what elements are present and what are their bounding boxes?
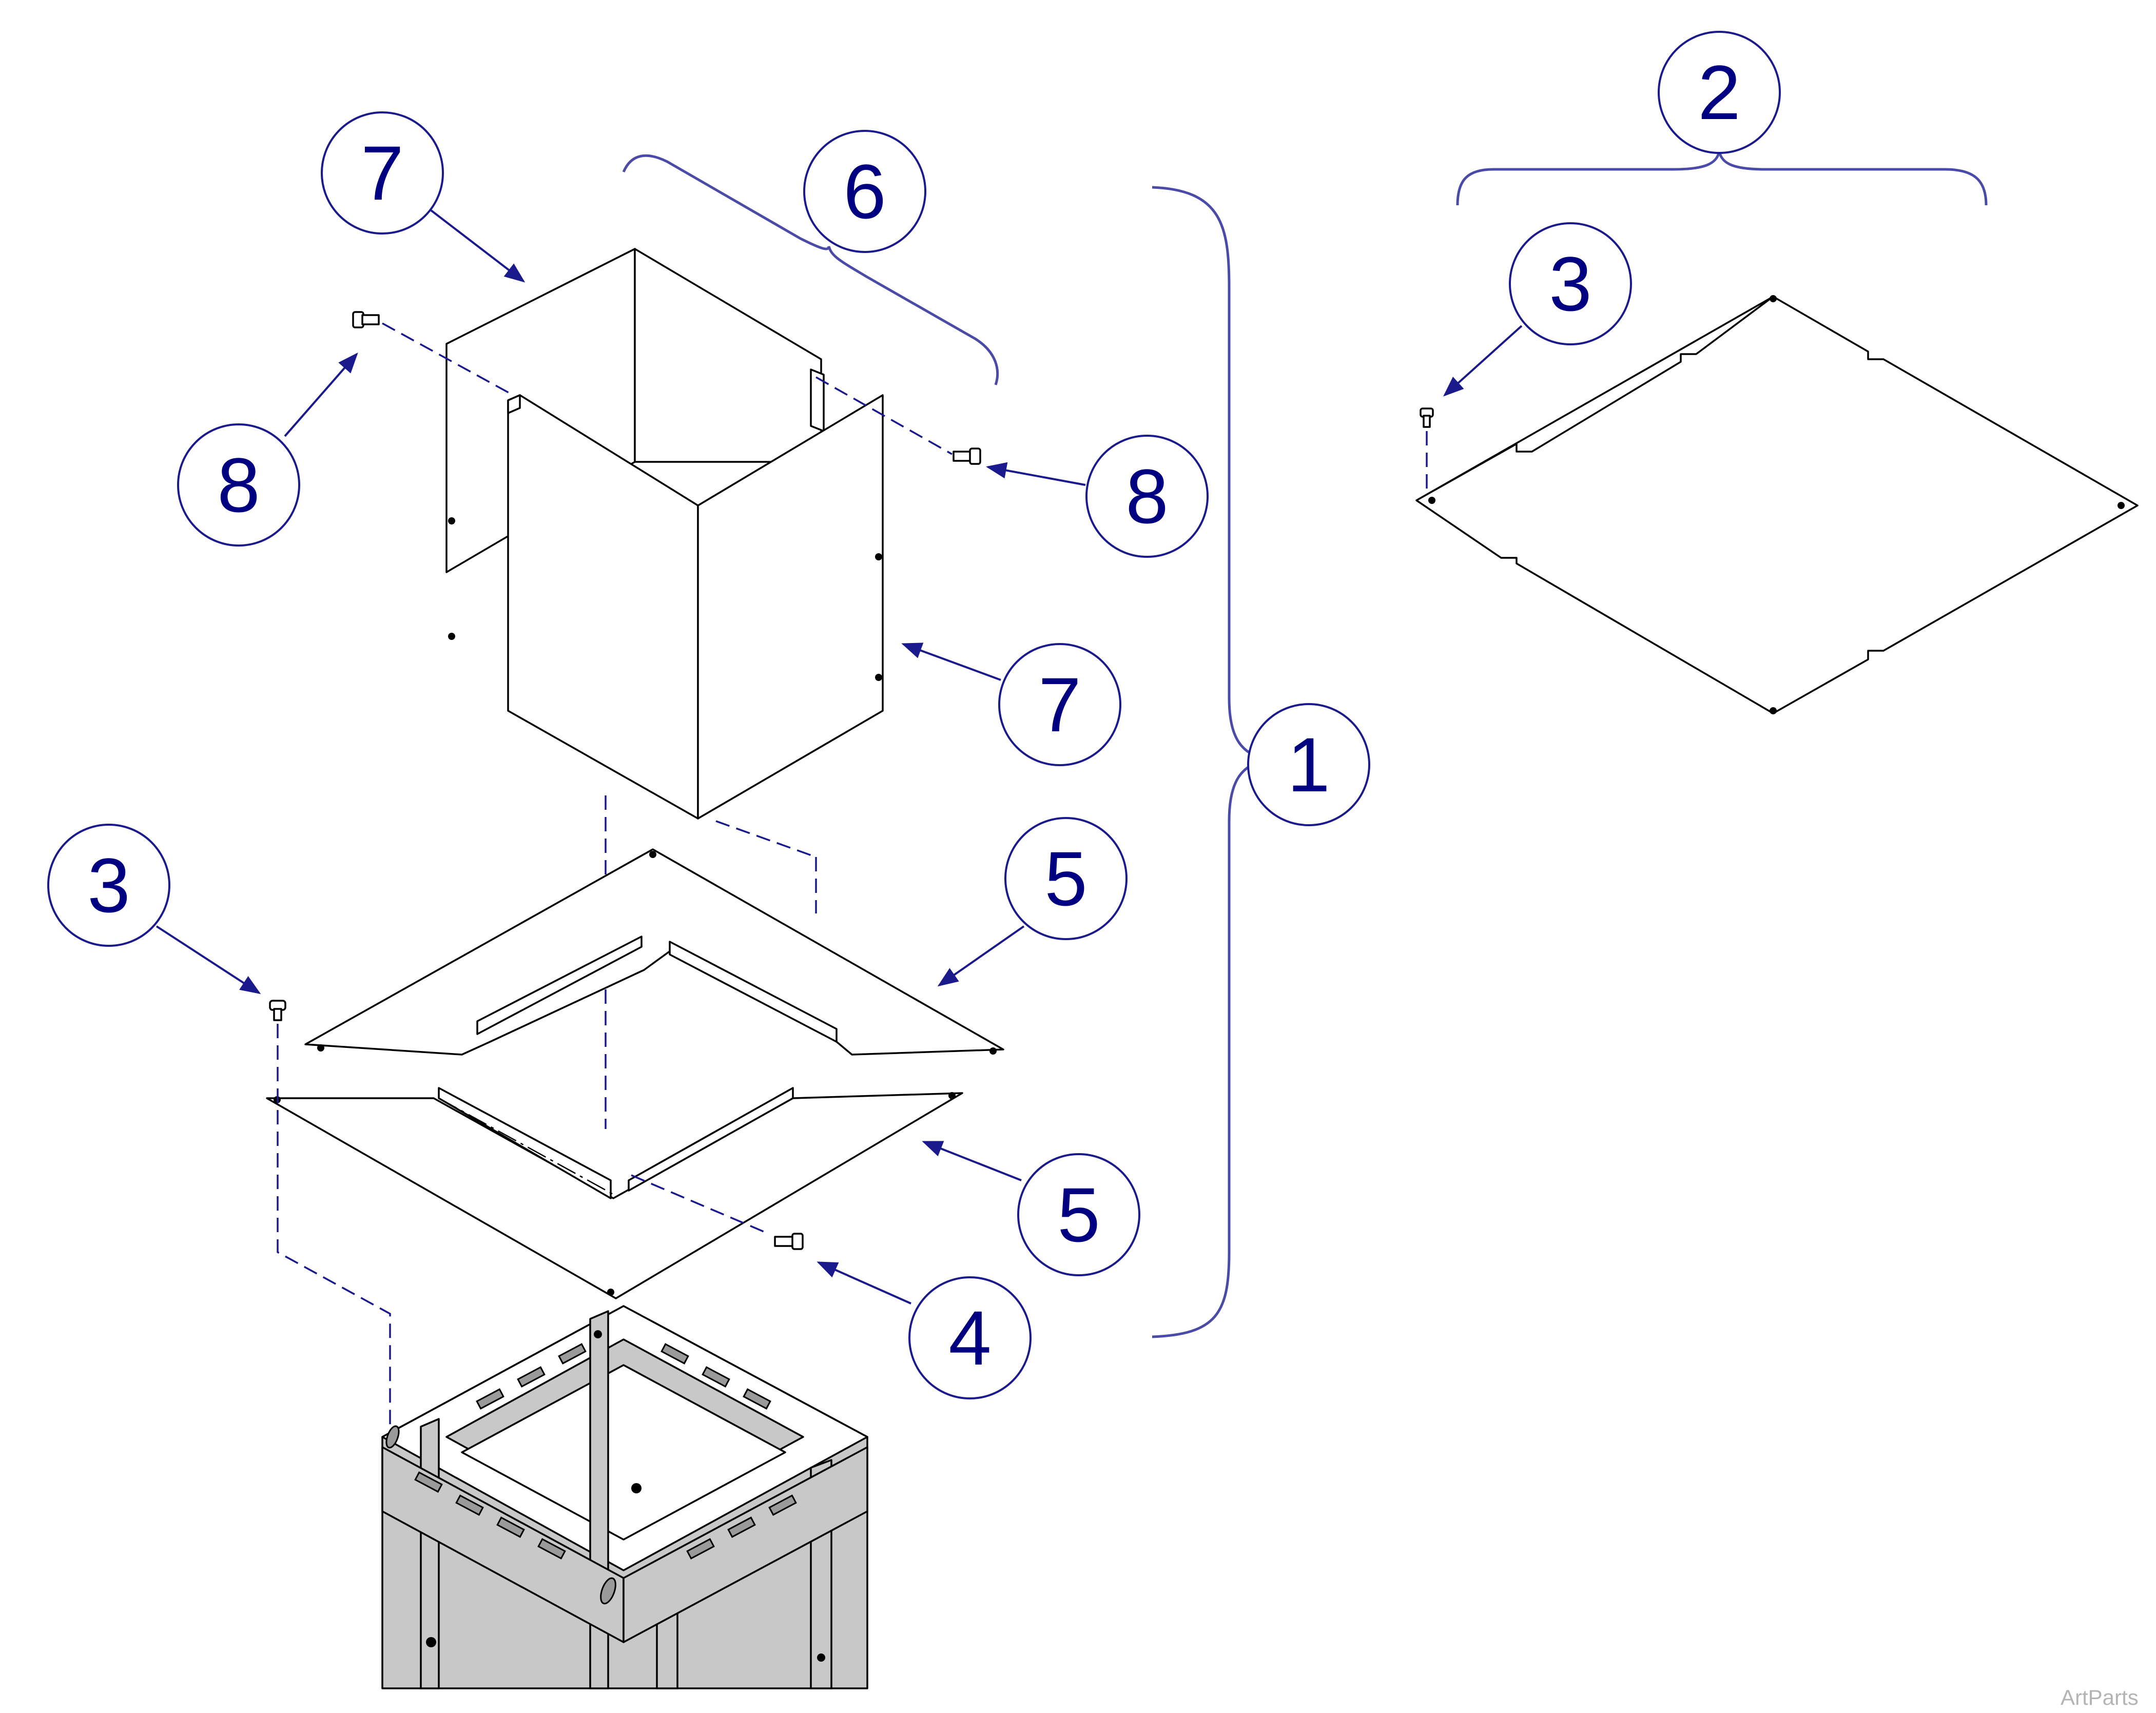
svg-text:5: 5 (1044, 835, 1087, 922)
callout-7-right: 7 (998, 643, 1121, 766)
artparts-watermark: ArtParts (2061, 1685, 2139, 1709)
frame-slots (414, 1343, 797, 1560)
callout-5-lower: 5 (1017, 1153, 1140, 1276)
svg-text:3: 3 (1549, 241, 1591, 327)
leader-8-left (284, 352, 358, 437)
callout-3-left: 3 (47, 824, 170, 947)
screw-part-4 (631, 1174, 804, 1250)
leader-3-top (1443, 325, 1523, 397)
leader-8-right (986, 462, 1086, 486)
svg-text:1: 1 (1287, 722, 1330, 808)
svg-text:7: 7 (1038, 661, 1081, 748)
leader-5-lower (922, 1141, 1022, 1181)
callout-6: 6 (803, 130, 926, 253)
screw-part-3-top (1420, 407, 1434, 495)
svg-text:4: 4 (948, 1295, 991, 1381)
svg-text:8: 8 (1125, 453, 1168, 539)
callout-2: 2 (1658, 31, 1781, 154)
svg-text:7: 7 (361, 130, 403, 216)
svg-text:8: 8 (217, 442, 260, 528)
svg-text:2: 2 (1698, 49, 1740, 135)
leader-3-left (156, 925, 261, 995)
leader-7-right (901, 643, 1001, 681)
flange-plate-part-5-upper (304, 848, 1004, 1056)
callout-5-upper: 5 (1004, 817, 1128, 940)
callout-1: 1 (1247, 703, 1370, 826)
callout-8-right: 8 (1085, 435, 1209, 558)
screw-part-8-right (815, 376, 981, 465)
bracket-assembly-2 (1456, 151, 1988, 206)
callout-4: 4 (908, 1276, 1032, 1399)
base-frame (381, 1305, 868, 1689)
svg-text:5: 5 (1057, 1172, 1100, 1258)
bracket-assembly-6 (622, 154, 999, 385)
callout-7-top: 7 (321, 111, 444, 235)
svg-text:3: 3 (87, 842, 130, 928)
enclosure-panels-part-7 (445, 248, 884, 820)
screw-part-8-left (352, 311, 514, 396)
leader-5-upper (937, 925, 1025, 987)
leader-4 (817, 1261, 911, 1305)
callout-8-left: 8 (177, 423, 300, 547)
svg-text:6: 6 (843, 148, 886, 235)
leader-7-top (430, 209, 526, 283)
top-sheet-part-2 (1415, 295, 2139, 714)
callout-3-top: 3 (1509, 222, 1632, 345)
screw-part-3-left (269, 1000, 391, 1427)
flange-plate-part-5-lower (266, 1087, 963, 1299)
